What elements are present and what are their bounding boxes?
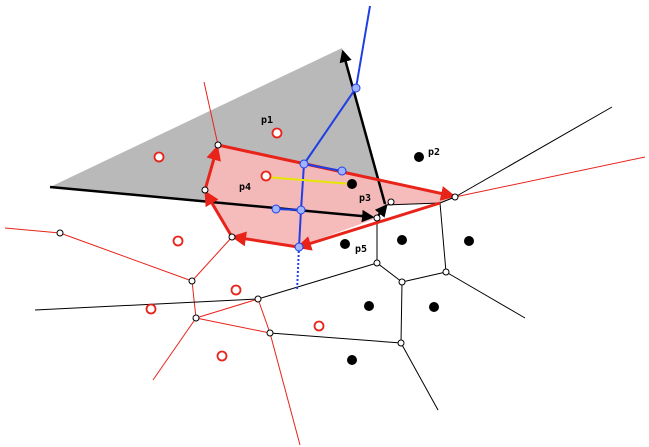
vertex (192, 314, 200, 322)
red-site (260, 170, 272, 182)
blue-path-nodes (271, 83, 361, 252)
black-voronoi-edges (34, 106, 613, 411)
vertex (398, 278, 406, 286)
black-site (347, 179, 357, 189)
vertex (201, 186, 209, 194)
red-site (153, 151, 165, 163)
vertex (56, 229, 64, 237)
vertex (188, 277, 196, 285)
black-sites (340, 152, 474, 365)
black-site (340, 239, 350, 249)
label-p5: p5 (355, 244, 367, 255)
vertex (373, 214, 381, 222)
red-site (271, 127, 283, 139)
red-site (313, 320, 325, 332)
red-site (172, 235, 184, 247)
label-p3: p3 (359, 193, 371, 204)
yellow-segment (265, 176, 352, 185)
blue-node (294, 242, 304, 252)
blue-node (299, 159, 309, 169)
blue-node (337, 166, 347, 176)
blue-node (271, 204, 281, 214)
vertex (228, 233, 236, 241)
black-site (429, 302, 439, 312)
red-site (216, 350, 228, 362)
vertex (451, 193, 459, 201)
black-site (347, 355, 357, 365)
label-p1: p1 (261, 115, 273, 126)
label-p4: p4 (239, 182, 251, 193)
label-p2: p2 (428, 147, 440, 158)
pink-region (205, 145, 455, 247)
red-sites (145, 127, 325, 362)
vertex (254, 295, 262, 303)
vertex (442, 268, 450, 276)
red-site (230, 284, 242, 296)
blue-path (275, 5, 371, 292)
black-site (464, 236, 474, 246)
blue-node (351, 83, 361, 93)
vertex (214, 141, 222, 149)
red-voronoi-edges (4, 81, 646, 446)
voronoi-vertices (56, 141, 459, 347)
black-site (364, 301, 374, 311)
vertex (387, 198, 395, 206)
vertex (373, 259, 381, 267)
black-site (414, 152, 424, 162)
vertex (266, 329, 274, 337)
black-site (397, 235, 407, 245)
vertex (397, 339, 405, 347)
blue-node (296, 205, 306, 215)
red-site (145, 303, 157, 315)
